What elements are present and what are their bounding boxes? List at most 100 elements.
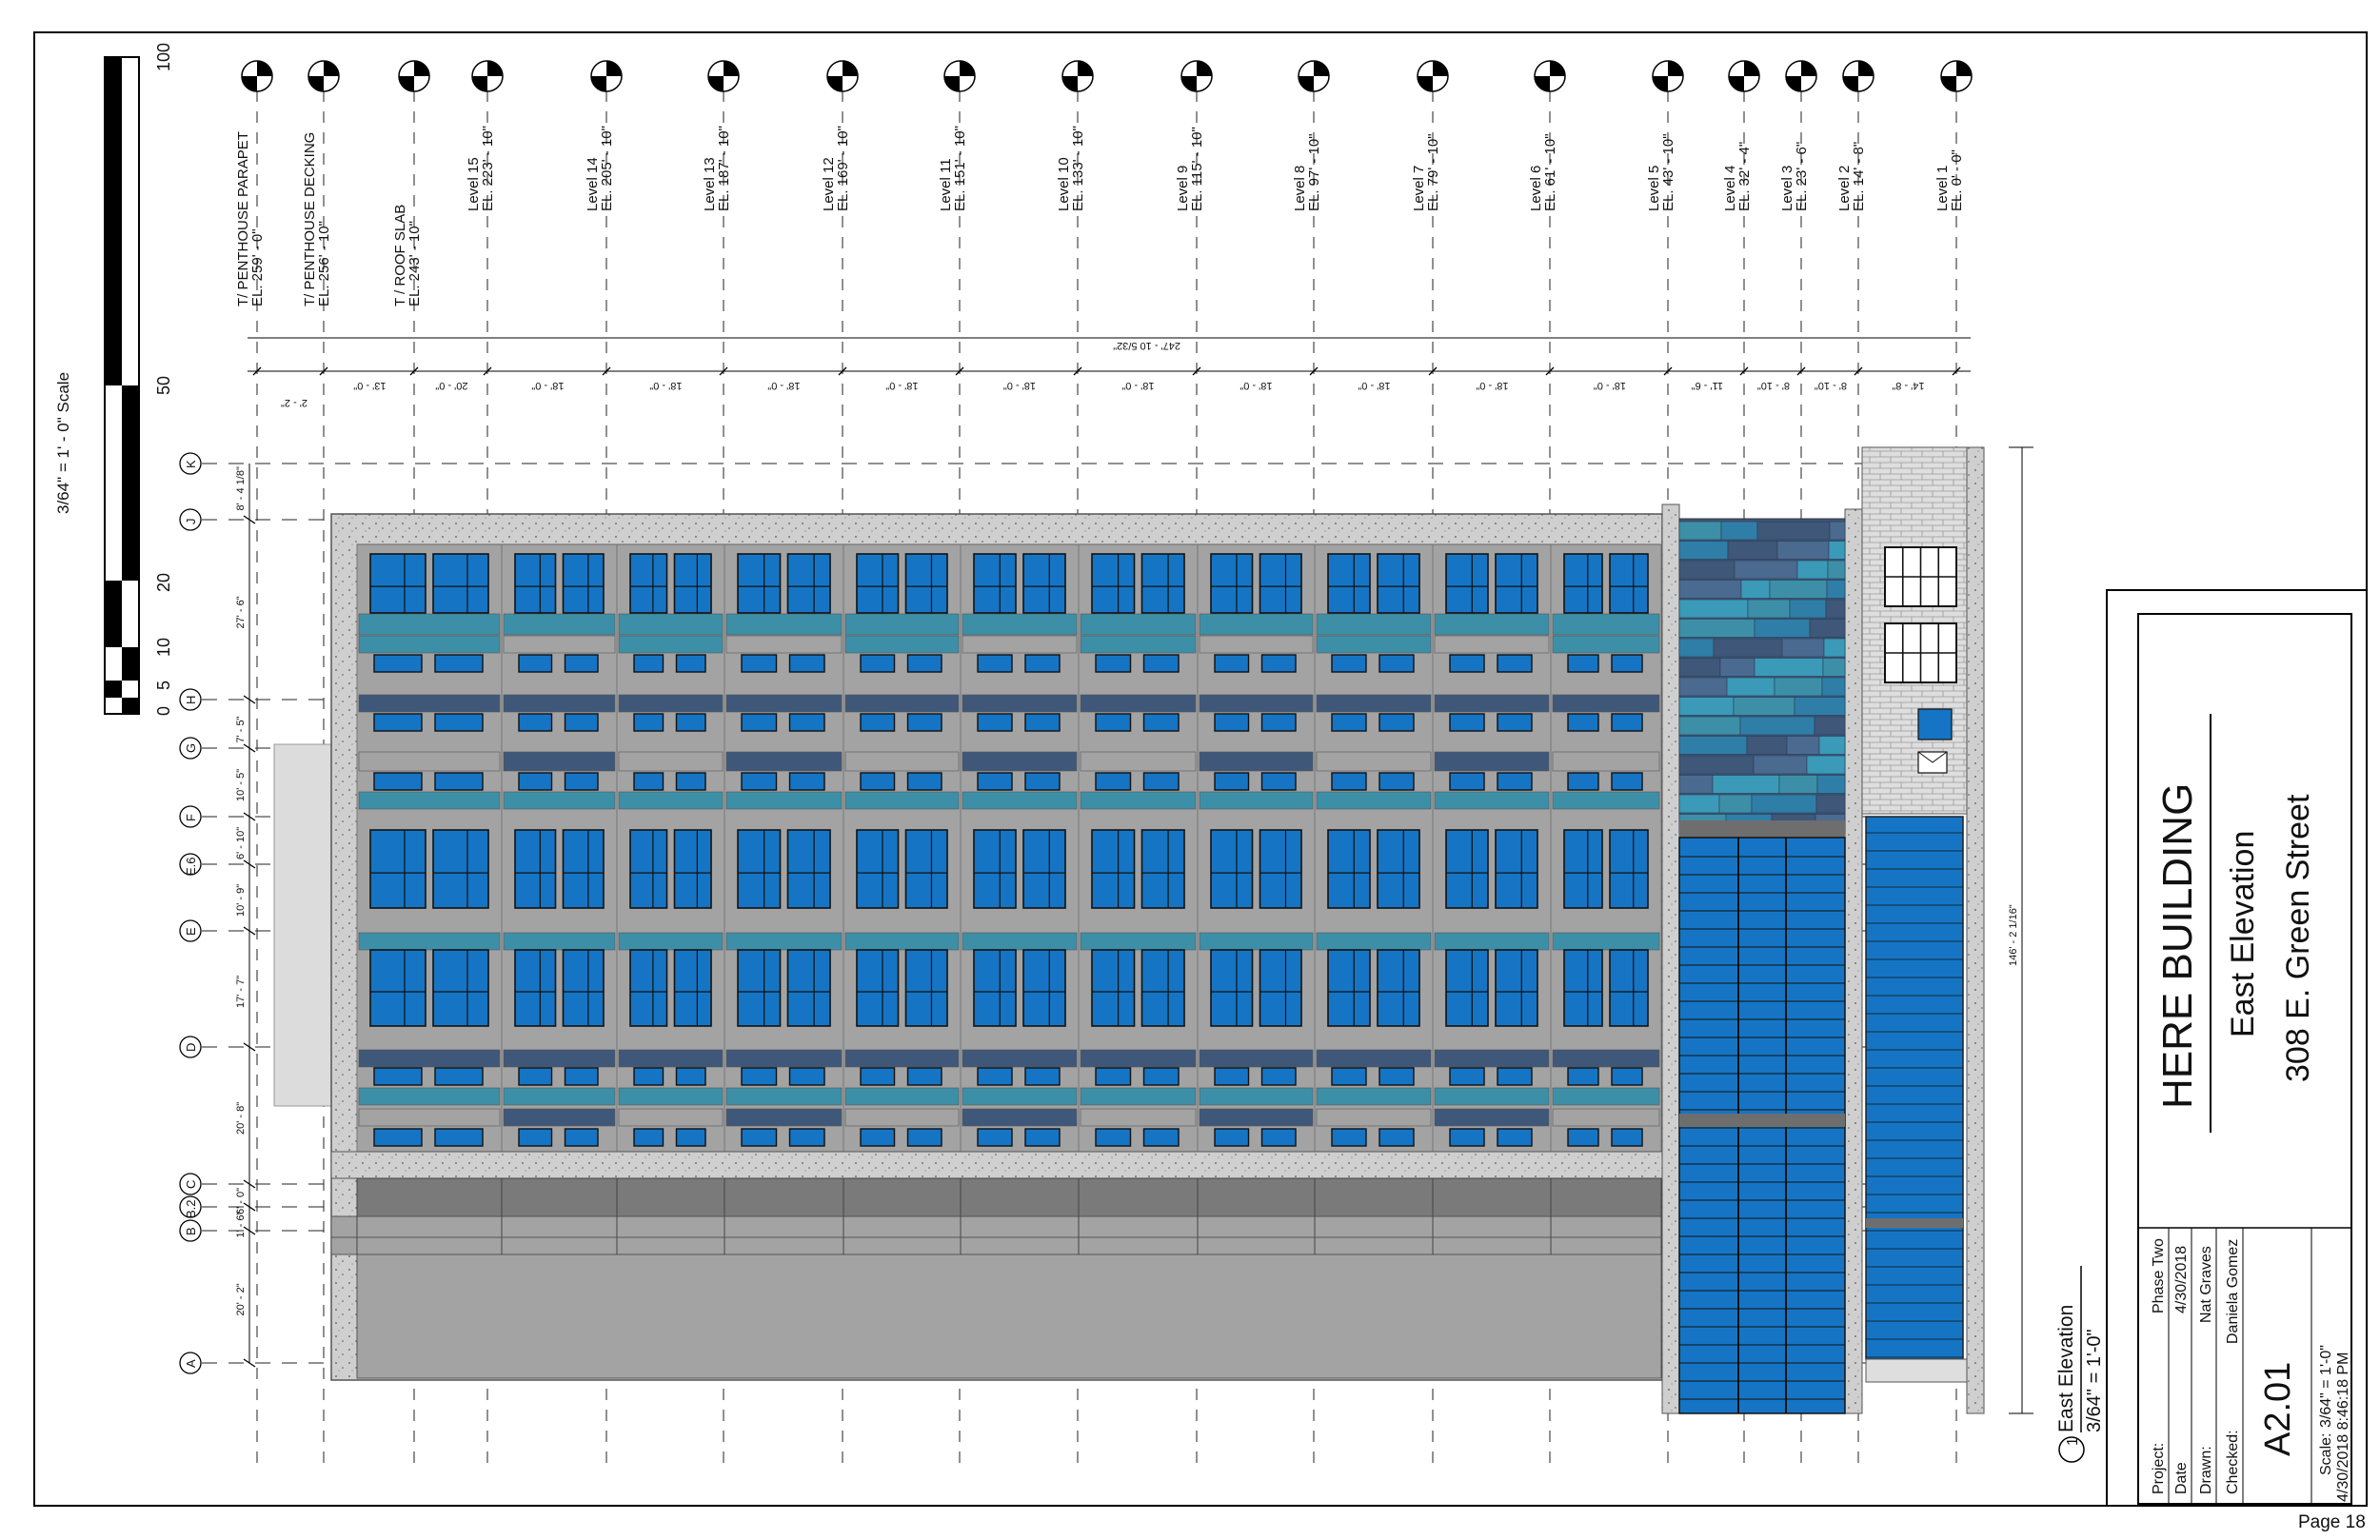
panel-tile [1718, 794, 1753, 814]
spandrel-band [358, 1049, 501, 1068]
spandrel-band [1434, 751, 1550, 772]
window [564, 772, 599, 791]
window [1024, 772, 1061, 791]
window [373, 772, 423, 791]
level-elevation: EL. 0' - 0" [1949, 149, 1965, 211]
grid-dim: 10' - 9" [235, 884, 247, 917]
overall-level-dim: 247' - 10 5/32" [1113, 340, 1180, 351]
panel-tile [1678, 580, 1742, 599]
window [1497, 1067, 1533, 1086]
window [434, 772, 484, 791]
panel-tile [1822, 658, 1846, 677]
grid-dim: 1' - 6" [235, 1211, 247, 1237]
tb-checked-label: Checked: [2225, 1430, 2241, 1494]
window [369, 949, 426, 1027]
panel-tile [1806, 755, 1846, 775]
window [675, 1067, 706, 1086]
level-name: Level 12 [821, 157, 837, 211]
panel-tile [1809, 619, 1846, 638]
podium-detail [331, 1178, 1662, 1254]
spandrel-band [1434, 1049, 1550, 1068]
window [1095, 654, 1132, 673]
spandrel-band [844, 1049, 960, 1068]
window [1142, 1128, 1180, 1147]
panel-tile [1786, 736, 1820, 755]
window [977, 1067, 1013, 1086]
panel-tile [1678, 521, 1722, 541]
podium-dark-band [356, 1177, 1662, 1217]
level-name: Level 10 [1056, 157, 1072, 211]
grid-dim: 27' - 6" [235, 596, 247, 628]
spandrel-band [725, 613, 843, 636]
window [906, 772, 942, 791]
level-name: Level 1 [1934, 166, 1951, 211]
window [904, 949, 948, 1027]
tb-date-label: Date [2173, 1462, 2190, 1494]
window [1142, 654, 1180, 673]
window [1563, 829, 1603, 909]
level-elevation: EL. 43' - 10" [1660, 133, 1676, 211]
grid-label: E [184, 927, 198, 936]
panel-tile [1753, 755, 1808, 775]
spandrel-band [1434, 635, 1550, 654]
panel-tile [1828, 541, 1846, 560]
window [629, 553, 668, 614]
spandrel-band [1199, 1087, 1314, 1106]
podium-slab [330, 1151, 1663, 1179]
window [1260, 1067, 1297, 1086]
project-name: HERE BUILDING [2154, 783, 2201, 1109]
overall-grid-dim-text: 146' - 2 1/16" [2008, 904, 2019, 966]
panel-tile [1781, 638, 1825, 658]
window [1497, 713, 1533, 732]
sheet-name: East Elevation [2225, 831, 2261, 1037]
window [860, 1067, 896, 1086]
tb-checked-value: Daniela Gomez [2225, 1239, 2241, 1344]
panel-tile [1678, 716, 1741, 736]
panel-tile [1778, 775, 1818, 794]
window [1611, 1067, 1643, 1086]
spandrel-band [844, 751, 960, 772]
level-name: Level 5 [1646, 166, 1662, 211]
level-elevation: EL. 32' - 4" [1736, 142, 1753, 211]
window [1214, 1067, 1250, 1086]
grid-marker: K [179, 452, 1942, 475]
spandrel-band [358, 1087, 501, 1106]
spandrel-band [1316, 1049, 1432, 1068]
window [1495, 553, 1538, 614]
level-name: T/ PENTHOUSE PARAPET [235, 131, 251, 306]
spandrel-band [1316, 751, 1432, 772]
page-label: Page 18 [2298, 1512, 2366, 1532]
panel-tile [1678, 697, 1735, 716]
level-dim: 13' - 0" [353, 380, 386, 391]
window [1449, 654, 1485, 673]
spandrel-band [725, 635, 843, 654]
window [1449, 713, 1485, 732]
spandrel-band [725, 1049, 843, 1068]
grid-label: D [184, 1043, 198, 1052]
window [1611, 1128, 1643, 1147]
spandrel-band [1552, 635, 1660, 654]
grid-label: C [184, 1180, 198, 1189]
window [432, 949, 489, 1027]
lower-glazing [1865, 816, 1964, 1360]
spandrel-band [503, 751, 616, 772]
window [518, 1067, 553, 1086]
level-elevation: EL. 23' - 6" [1794, 142, 1810, 211]
spandrel-band [1080, 613, 1197, 636]
level-name: Level 15 [466, 157, 482, 211]
spandrel-band [1434, 694, 1550, 713]
level-elevation: EL. 205' - 10" [599, 126, 615, 211]
spandrel-band [503, 635, 616, 654]
core-windows [1884, 546, 1957, 774]
window [1331, 1067, 1367, 1086]
window [629, 829, 668, 909]
window [906, 1067, 942, 1086]
grid-label: G [184, 743, 198, 753]
grid-label: F [184, 814, 198, 821]
window [1445, 949, 1489, 1027]
window [1497, 654, 1533, 673]
window [1331, 654, 1367, 673]
